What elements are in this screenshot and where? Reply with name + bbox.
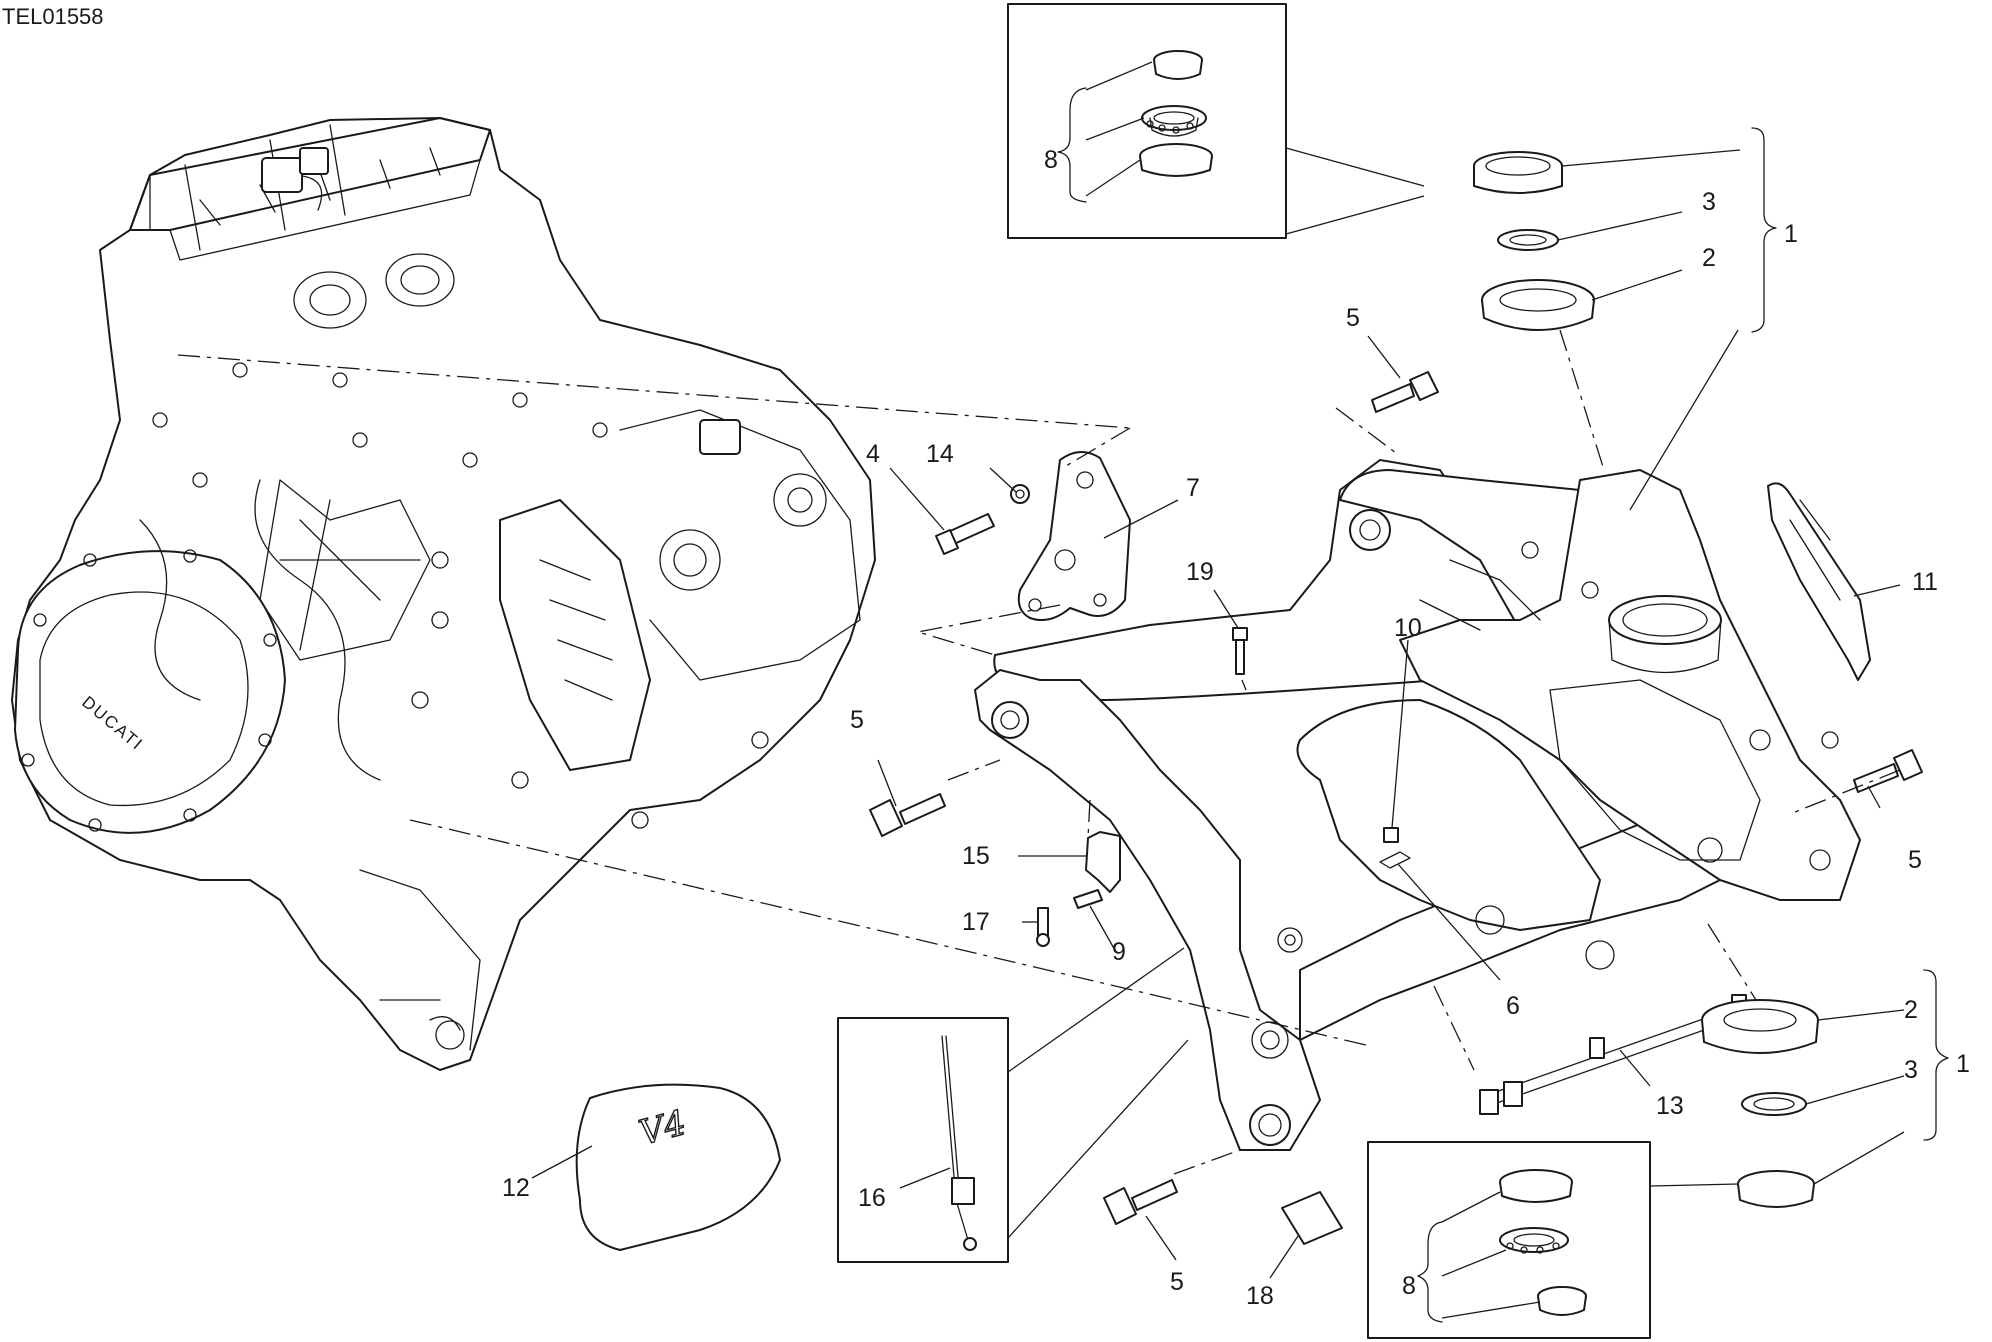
callout-8-top: 8	[1044, 146, 1058, 174]
callout-3-top: 3	[1702, 188, 1716, 216]
callout-17: 17	[962, 908, 990, 936]
callout-19: 19	[1186, 558, 1214, 586]
trim-part-11	[1767, 482, 1871, 681]
bolt-part-5-left	[869, 793, 946, 837]
bolt-part-5-top	[1371, 371, 1439, 413]
callout-11: 11	[1912, 568, 1938, 596]
leader-lines	[531, 147, 1905, 1279]
callout-3-bottom: 3	[1904, 1056, 1918, 1084]
engine-assembly: DUCATI	[11, 117, 876, 1071]
callout-6: 6	[1506, 992, 1520, 1020]
screw-part-9	[1073, 889, 1103, 909]
badge-part-12: V4	[575, 1083, 781, 1251]
callout-5-left: 5	[850, 706, 864, 734]
clip-part-15	[1085, 831, 1121, 893]
callout-5-right: 5	[1908, 846, 1922, 874]
bolt-part-5-bottom	[1103, 1179, 1178, 1225]
callout-7: 7	[1186, 474, 1200, 502]
callout-8-bottom: 8	[1402, 1272, 1416, 1300]
inset-box-cable-tie	[837, 1017, 1009, 1263]
callout-2-bottom: 2	[1904, 996, 1918, 1024]
bolt-part-19	[1232, 627, 1248, 675]
drawing-code: TEL01558	[2, 4, 104, 29]
inset-box-bottom	[1367, 1141, 1651, 1339]
washer-part-14	[1010, 484, 1030, 504]
callout-9: 9	[1112, 938, 1126, 966]
callout-14: 14	[926, 440, 954, 468]
bolt-part-4	[935, 513, 995, 555]
callout-12: 12	[502, 1174, 530, 1202]
callout-13: 13	[1656, 1092, 1684, 1120]
lower-bearing-stack	[1701, 999, 1819, 1208]
bracket-part-7	[1017, 451, 1131, 621]
callout-2-top: 2	[1702, 244, 1716, 272]
upper-bearing-stack	[1473, 151, 1595, 331]
inset-box-top	[1007, 3, 1287, 239]
bolt-part-5-right	[1853, 749, 1923, 793]
callout-1-top: 1	[1784, 220, 1798, 248]
frame-assembly	[974, 459, 1861, 1151]
callout-10: 10	[1394, 614, 1422, 642]
callout-1-bottom: 1	[1956, 1050, 1970, 1078]
fastener-part-10	[1379, 827, 1411, 869]
callout-5-top: 5	[1346, 304, 1360, 332]
callout-15: 15	[962, 842, 990, 870]
callout-5-bottom: 5	[1170, 1268, 1184, 1296]
callout-4: 4	[866, 440, 880, 468]
callout-16: 16	[858, 1184, 886, 1212]
callout-18: 18	[1246, 1282, 1274, 1310]
screw-part-17	[1037, 907, 1049, 937]
label-part-18	[1281, 1191, 1343, 1245]
assembly-lines	[177, 329, 1901, 1175]
